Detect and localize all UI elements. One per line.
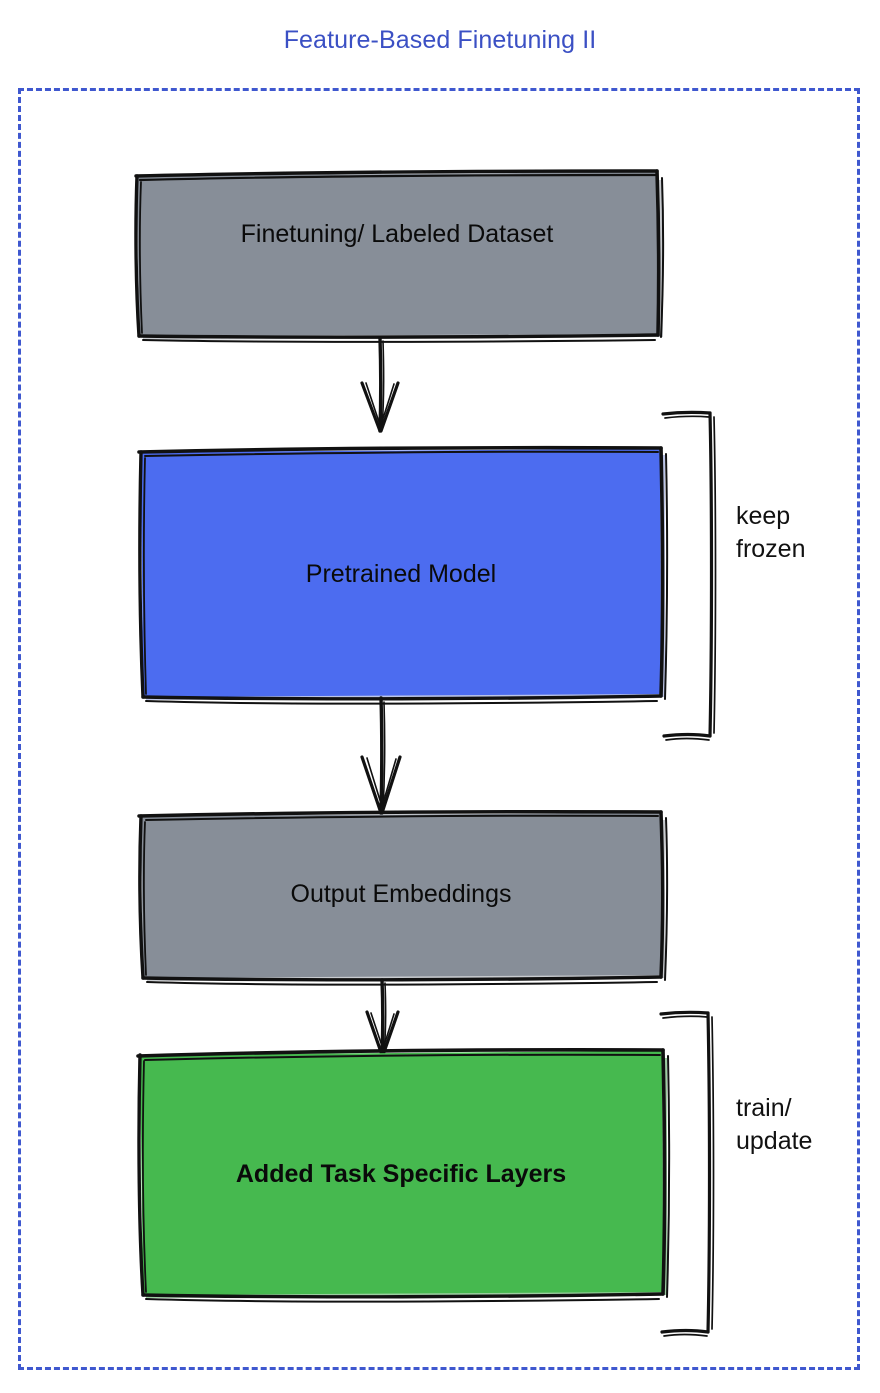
annotation-train-update: train/ update — [736, 1094, 813, 1155]
node-label-pretrained-model: Pretrained Model — [305, 560, 497, 588]
node-label-dataset: Finetuning/ Labeled Dataset — [240, 220, 554, 248]
node-label-output-embeddings: Output Embeddings — [290, 880, 512, 908]
annotation-keep-frozen: keep frozen — [736, 502, 806, 563]
node-label-task-specific-layers: Added Task Specific Layers — [235, 1160, 567, 1188]
page-title: Feature-Based Finetuning II — [283, 26, 597, 54]
diagram-outer-frame — [18, 88, 860, 1370]
